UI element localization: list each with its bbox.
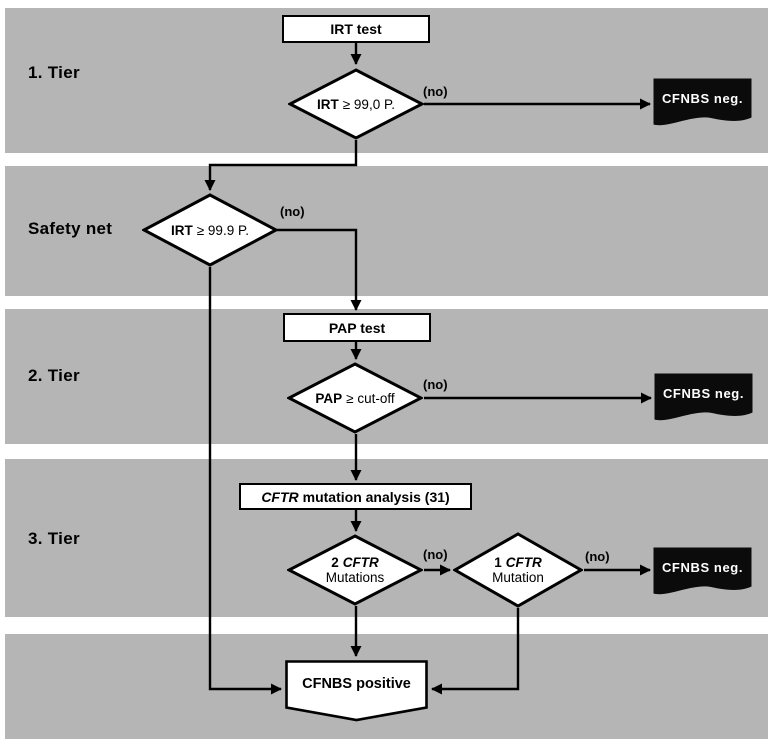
document-shape-icon [653, 78, 752, 126]
document-shape-icon [653, 547, 752, 595]
flow-safety-no-to-pap-test [277, 228, 362, 311]
diamond-shape-icon [287, 362, 423, 434]
process-irt-test: IRT test [282, 15, 430, 43]
label-tier1: 1. Tier [28, 63, 80, 82]
document-shape-icon [654, 373, 753, 421]
flow-safety-yes-to-positive [208, 267, 282, 695]
cfnbs-negative-label: CFNBS neg. [661, 90, 744, 106]
label-safety-net: Safety net [28, 219, 113, 238]
one-cftr-line2: Mutation [492, 570, 544, 585]
diamond-shape-icon [288, 68, 424, 140]
two-cftr-line2: Mutations [325, 570, 385, 585]
two-cftr-gene: CFTR [342, 555, 379, 570]
safety-decision-bold: IRT [171, 222, 193, 238]
irt-decision-rest: ≥ 99,0 P. [342, 96, 395, 112]
label-tier3: 3. Tier [28, 529, 80, 548]
decision-pap-cutoff-text: PAP≥ cut-off [287, 362, 423, 434]
branch-no-label-safety: (no) [280, 204, 305, 219]
branch-no-label-one-cftr: (no) [585, 549, 610, 564]
diamond-shape-icon [142, 193, 278, 267]
terminator-cfnbs-negative-2: CFNBS neg. [654, 373, 753, 425]
pap-decision-rest: ≥ cut-off [346, 390, 395, 406]
branch-no-label-irt: (no) [423, 84, 448, 99]
branch-no-label-pap: (no) [423, 377, 448, 392]
cfnbs-negative-label: CFNBS neg. [662, 385, 745, 401]
process-irt-test-label: IRT test [330, 21, 382, 37]
one-cftr-count: 1 [494, 555, 502, 570]
one-cftr-gene: CFTR [505, 555, 542, 570]
cfnbs-positive-label: CFNBS positive [302, 676, 411, 692]
decision-irt-99-0: IRT≥ 99,0 P. [288, 68, 424, 140]
label-tier2: 2. Tier [28, 366, 80, 385]
process-pap-test-label: PAP test [328, 319, 386, 336]
terminator-cfnbs-negative-3: CFNBS neg. [653, 547, 752, 599]
terminator-cfnbs-positive: CFNBS positive [285, 660, 428, 722]
two-cftr-count: 2 [331, 555, 339, 570]
flow-irt-decision-to-safety-decision [204, 140, 358, 191]
cftr-gene-label: CFTR [261, 488, 299, 505]
irt-decision-bold: IRT [317, 96, 339, 112]
flow-one-cftr-yes-to-positive [431, 608, 520, 695]
pap-decision-bold: PAP [315, 390, 343, 406]
banner-shape-icon [285, 660, 428, 722]
diamond-shape-icon [287, 534, 423, 606]
process-pap-test: PAP test [283, 313, 431, 342]
decision-pap-cutoff: PAP≥ cut-off [287, 362, 423, 434]
decision-irt-99-0-text: IRT≥ 99,0 P. [288, 68, 424, 140]
safety-decision-rest: ≥ 99.9 P. [196, 222, 249, 238]
band-safety-net [5, 166, 768, 296]
cfnbs-negative-label: CFNBS neg. [661, 559, 744, 575]
terminator-cfnbs-negative-1: CFNBS neg. [653, 78, 752, 130]
branch-no-label-two-cftr: (no) [423, 547, 448, 562]
cftr-analysis-label: mutation analysis (31) [302, 488, 450, 505]
diamond-shape-icon [453, 532, 583, 608]
decision-irt-99-9-text: IRT≥ 99.9 P. [142, 193, 278, 267]
decision-irt-99-9-safety: IRT≥ 99.9 P. [142, 193, 278, 267]
